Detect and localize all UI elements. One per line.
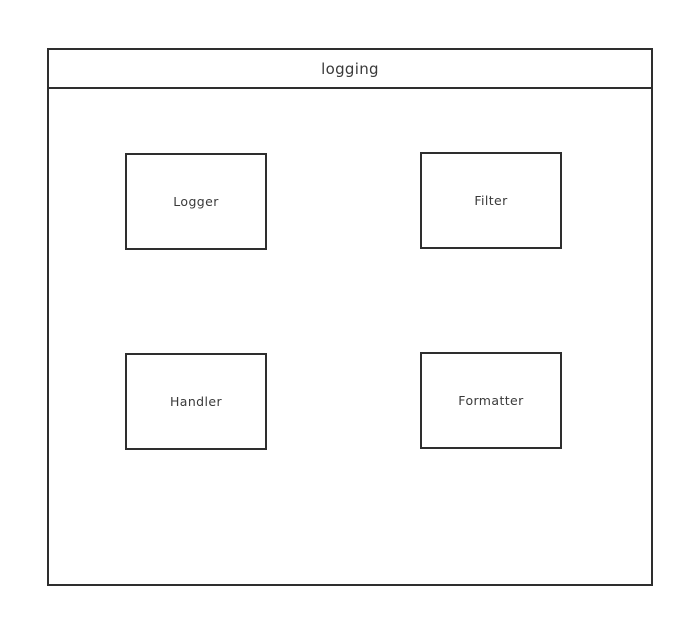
class-box-handler: Handler <box>125 353 267 450</box>
class-box-formatter: Formatter <box>420 352 562 449</box>
class-label-logger: Logger <box>173 194 219 209</box>
class-label-formatter: Formatter <box>458 393 524 408</box>
class-label-filter: Filter <box>474 193 508 208</box>
class-box-logger: Logger <box>125 153 267 250</box>
class-box-filter: Filter <box>420 152 562 249</box>
package-titlebar: logging <box>49 50 651 89</box>
package-title: logging <box>321 59 379 78</box>
class-label-handler: Handler <box>169 394 223 409</box>
package-frame-logging: logging <box>47 48 653 586</box>
